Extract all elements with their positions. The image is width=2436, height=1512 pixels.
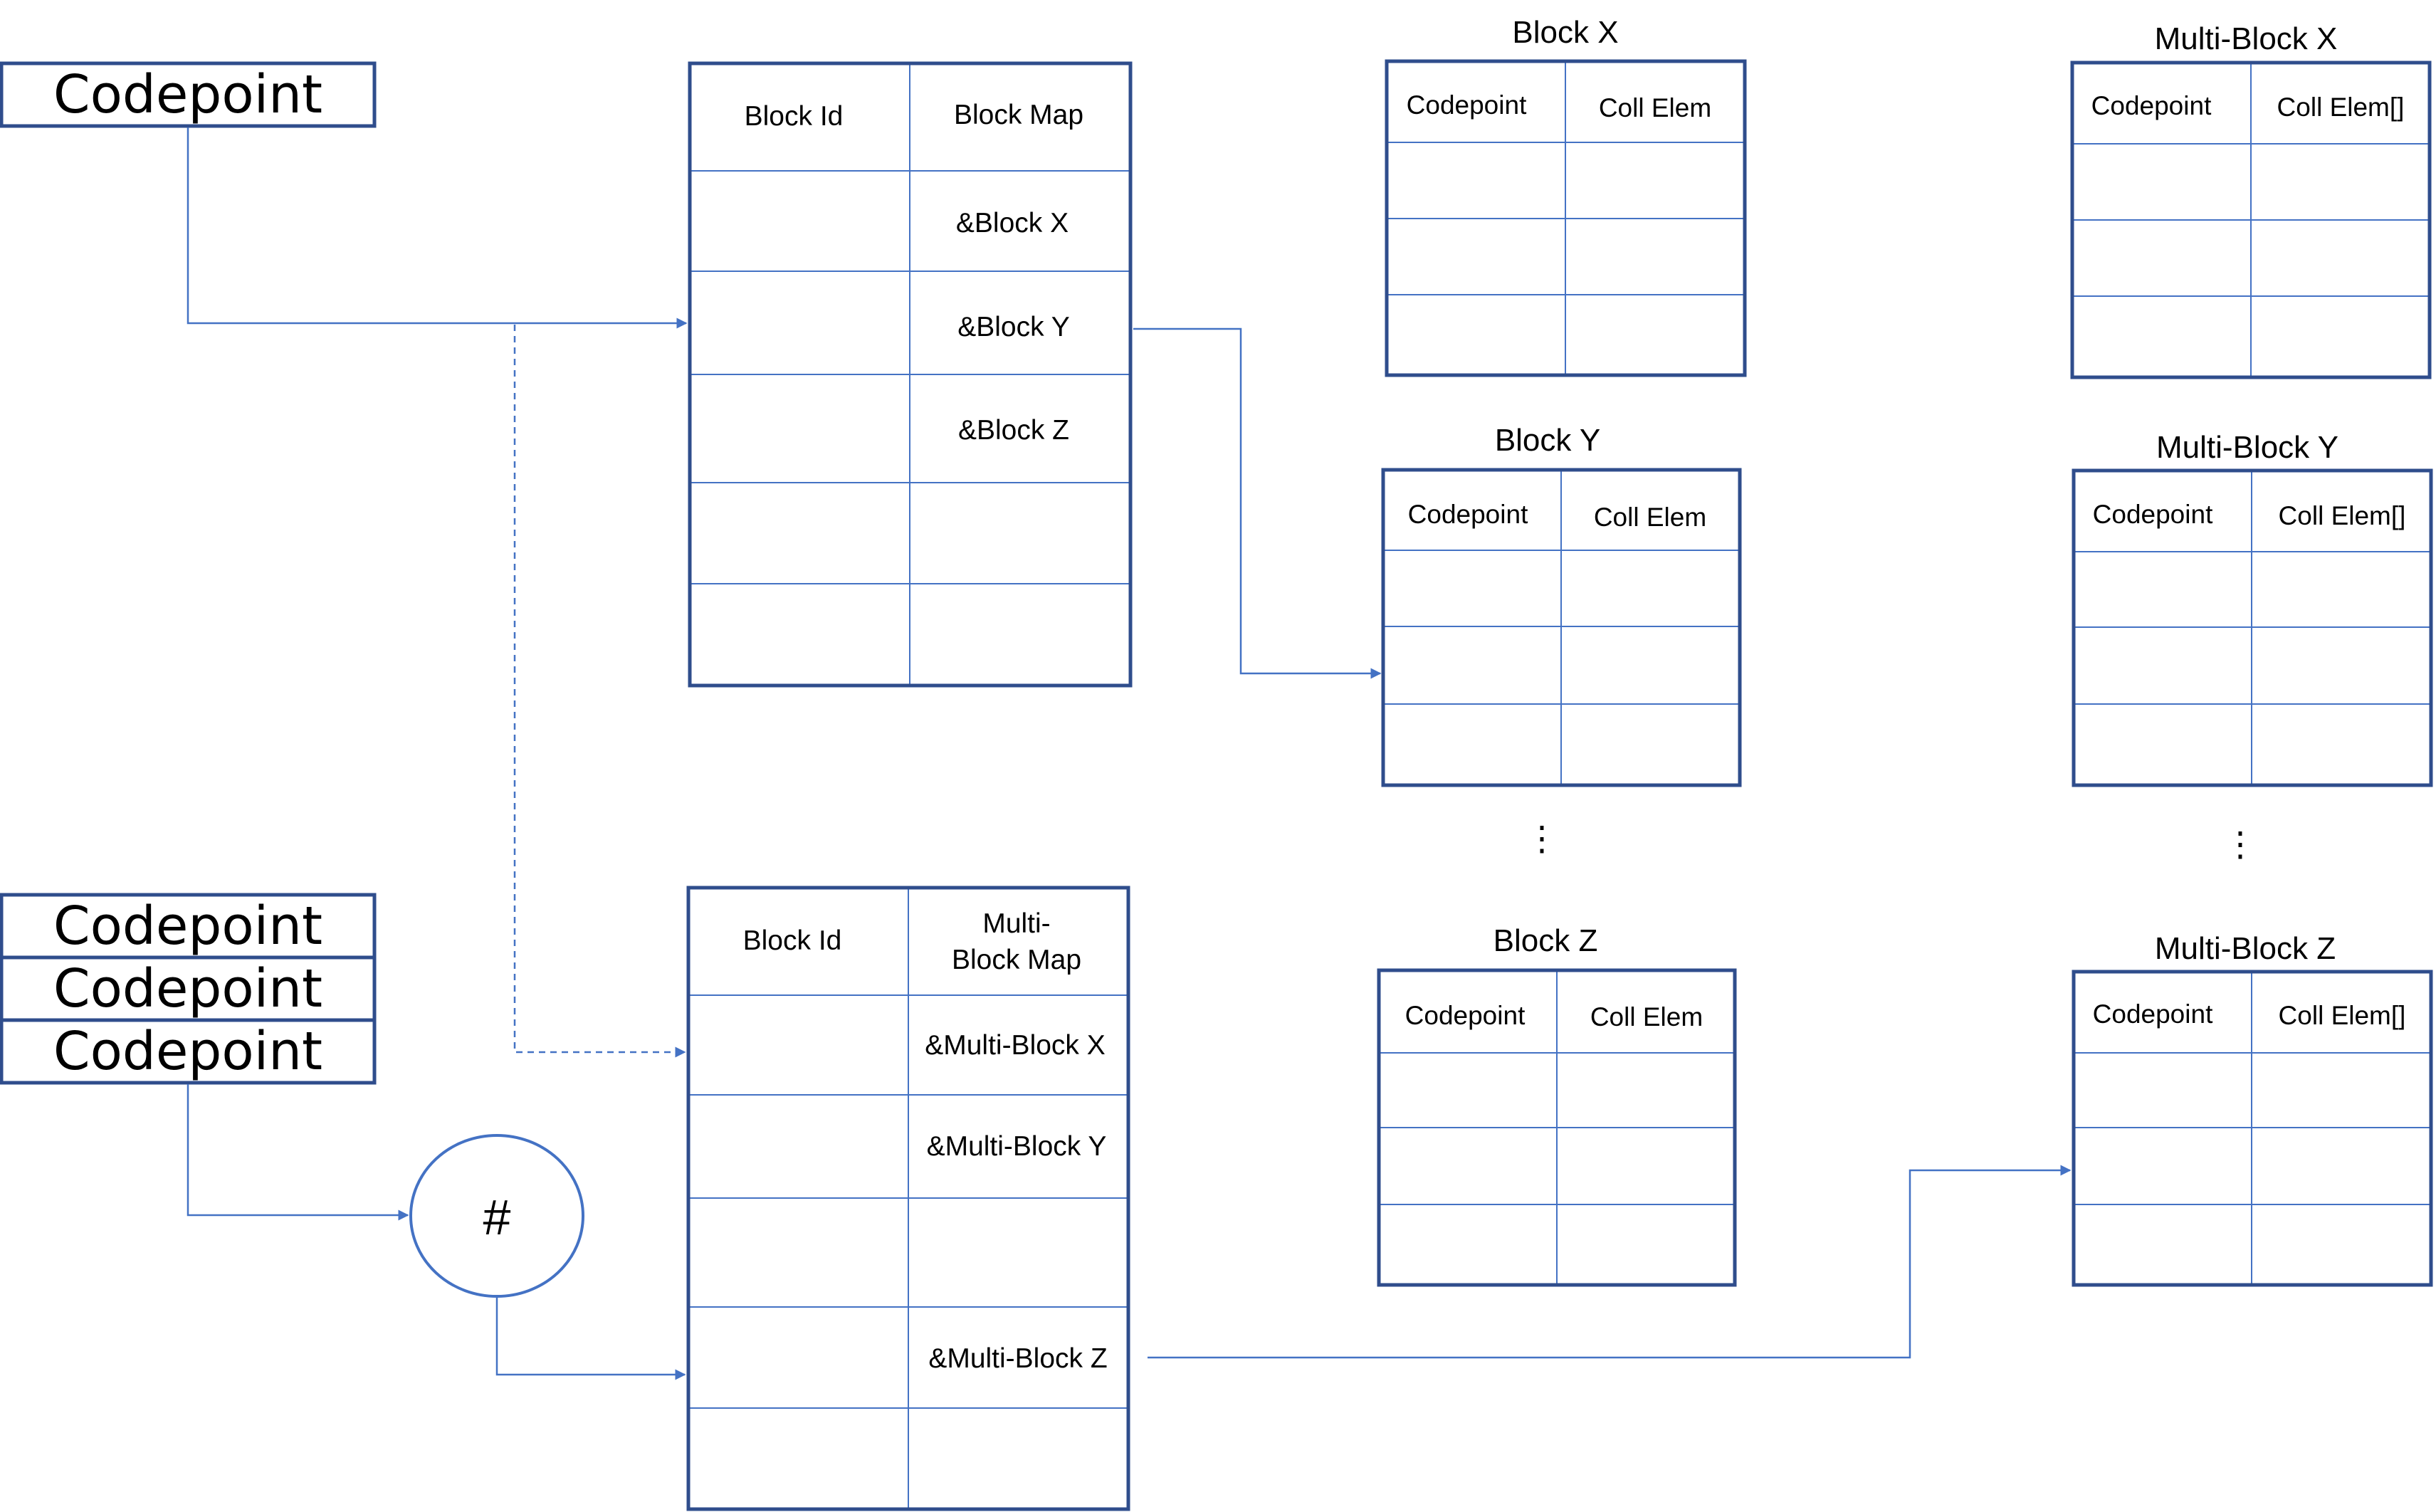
multi-block-ref: &Multi-Block Y <box>927 1131 1107 1162</box>
codepoint-header: Codepoint <box>2093 999 2213 1029</box>
codepoint-label: Codepoint <box>53 896 322 957</box>
multi-block-z-table: Multi-Block Z Codepoint Coll Elem[] <box>2072 931 2433 1287</box>
codepoint-header: Codepoint <box>2091 91 2212 120</box>
hash-to-multi-block-map-arrow <box>495 1298 686 1380</box>
ellipsis-blocks: ⋮ <box>1525 820 1559 858</box>
block-title: Block Y <box>1495 423 1600 458</box>
codepoint-stack: Codepoint Codepoint Codepoint <box>0 893 377 1085</box>
fallback-to-multi-block-map-arrow <box>513 325 686 1058</box>
multi-block-ref: &Multi-Block X <box>925 1030 1106 1061</box>
hash-symbol: # <box>483 1190 511 1245</box>
block-ref: &Block Z <box>958 415 1069 446</box>
multi-block-z-ref-arrow <box>1148 1165 2072 1359</box>
block-ref: &Block Y <box>957 312 1070 342</box>
multi-block-title: Multi-Block Y <box>2156 430 2338 465</box>
block-map-header: Block Map <box>954 100 1083 130</box>
block-z-table: Block Z Codepoint Coll Elem <box>1377 923 1737 1287</box>
ellipsis-multi-blocks: ⋮ <box>2223 826 2257 863</box>
block-x-table: Block X Codepoint Coll Elem <box>1385 15 1747 377</box>
codepoint-to-block-map-arrow <box>187 127 688 329</box>
block-y-ref-arrow <box>1133 327 1382 679</box>
block-map-table: Block Id Block Map &Block X &Block Y &Bl… <box>688 61 1133 688</box>
multi-block-x-table: Multi-Block X Codepoint Coll Elem[] <box>2070 21 2432 379</box>
hash-node: # <box>409 1134 584 1298</box>
codepoints-to-hash-arrow <box>187 1084 409 1221</box>
block-ref: &Block X <box>956 208 1069 238</box>
codepoint-header: Codepoint <box>1407 90 1527 120</box>
multi-block-map-header: Block Map <box>952 945 1081 975</box>
codepoint-label: Codepoint <box>53 64 322 125</box>
multi-block-y-table: Multi-Block Y Codepoint Coll Elem[] <box>2072 430 2433 787</box>
coll-elem-header: Coll Elem <box>1590 1002 1703 1031</box>
codepoint-label: Codepoint <box>53 1021 322 1082</box>
multi-block-ref: &Multi-Block Z <box>928 1343 1107 1374</box>
block-title: Block X <box>1512 15 1618 50</box>
block-title: Block Z <box>1493 923 1598 958</box>
block-id-header: Block Id <box>745 101 844 132</box>
coll-elem-array-header: Coll Elem[] <box>2277 93 2405 122</box>
codepoint-header: Codepoint <box>1405 1001 1526 1030</box>
coll-elem-header: Coll Elem <box>1599 93 1711 122</box>
coll-elem-array-header: Coll Elem[] <box>2279 501 2406 530</box>
coll-elem-array-header: Coll Elem[] <box>2279 1001 2406 1030</box>
multi-block-title: Multi-Block Z <box>2155 931 2336 966</box>
codepoint-single-box: Codepoint <box>0 61 377 128</box>
codepoint-label: Codepoint <box>53 958 322 1019</box>
block-y-table: Block Y Codepoint Coll Elem <box>1381 423 1742 787</box>
codepoint-header: Codepoint <box>1408 500 1528 529</box>
codepoint-header: Codepoint <box>2093 500 2213 529</box>
multi-block-map-table: Block Id Multi- Block Map &Multi-Block X… <box>686 886 1130 1511</box>
multi-block-map-header: Multi- <box>982 908 1050 939</box>
coll-elem-header: Coll Elem <box>1594 503 1706 532</box>
block-id-header: Block Id <box>743 925 842 956</box>
multi-block-title: Multi-Block X <box>2155 21 2338 56</box>
